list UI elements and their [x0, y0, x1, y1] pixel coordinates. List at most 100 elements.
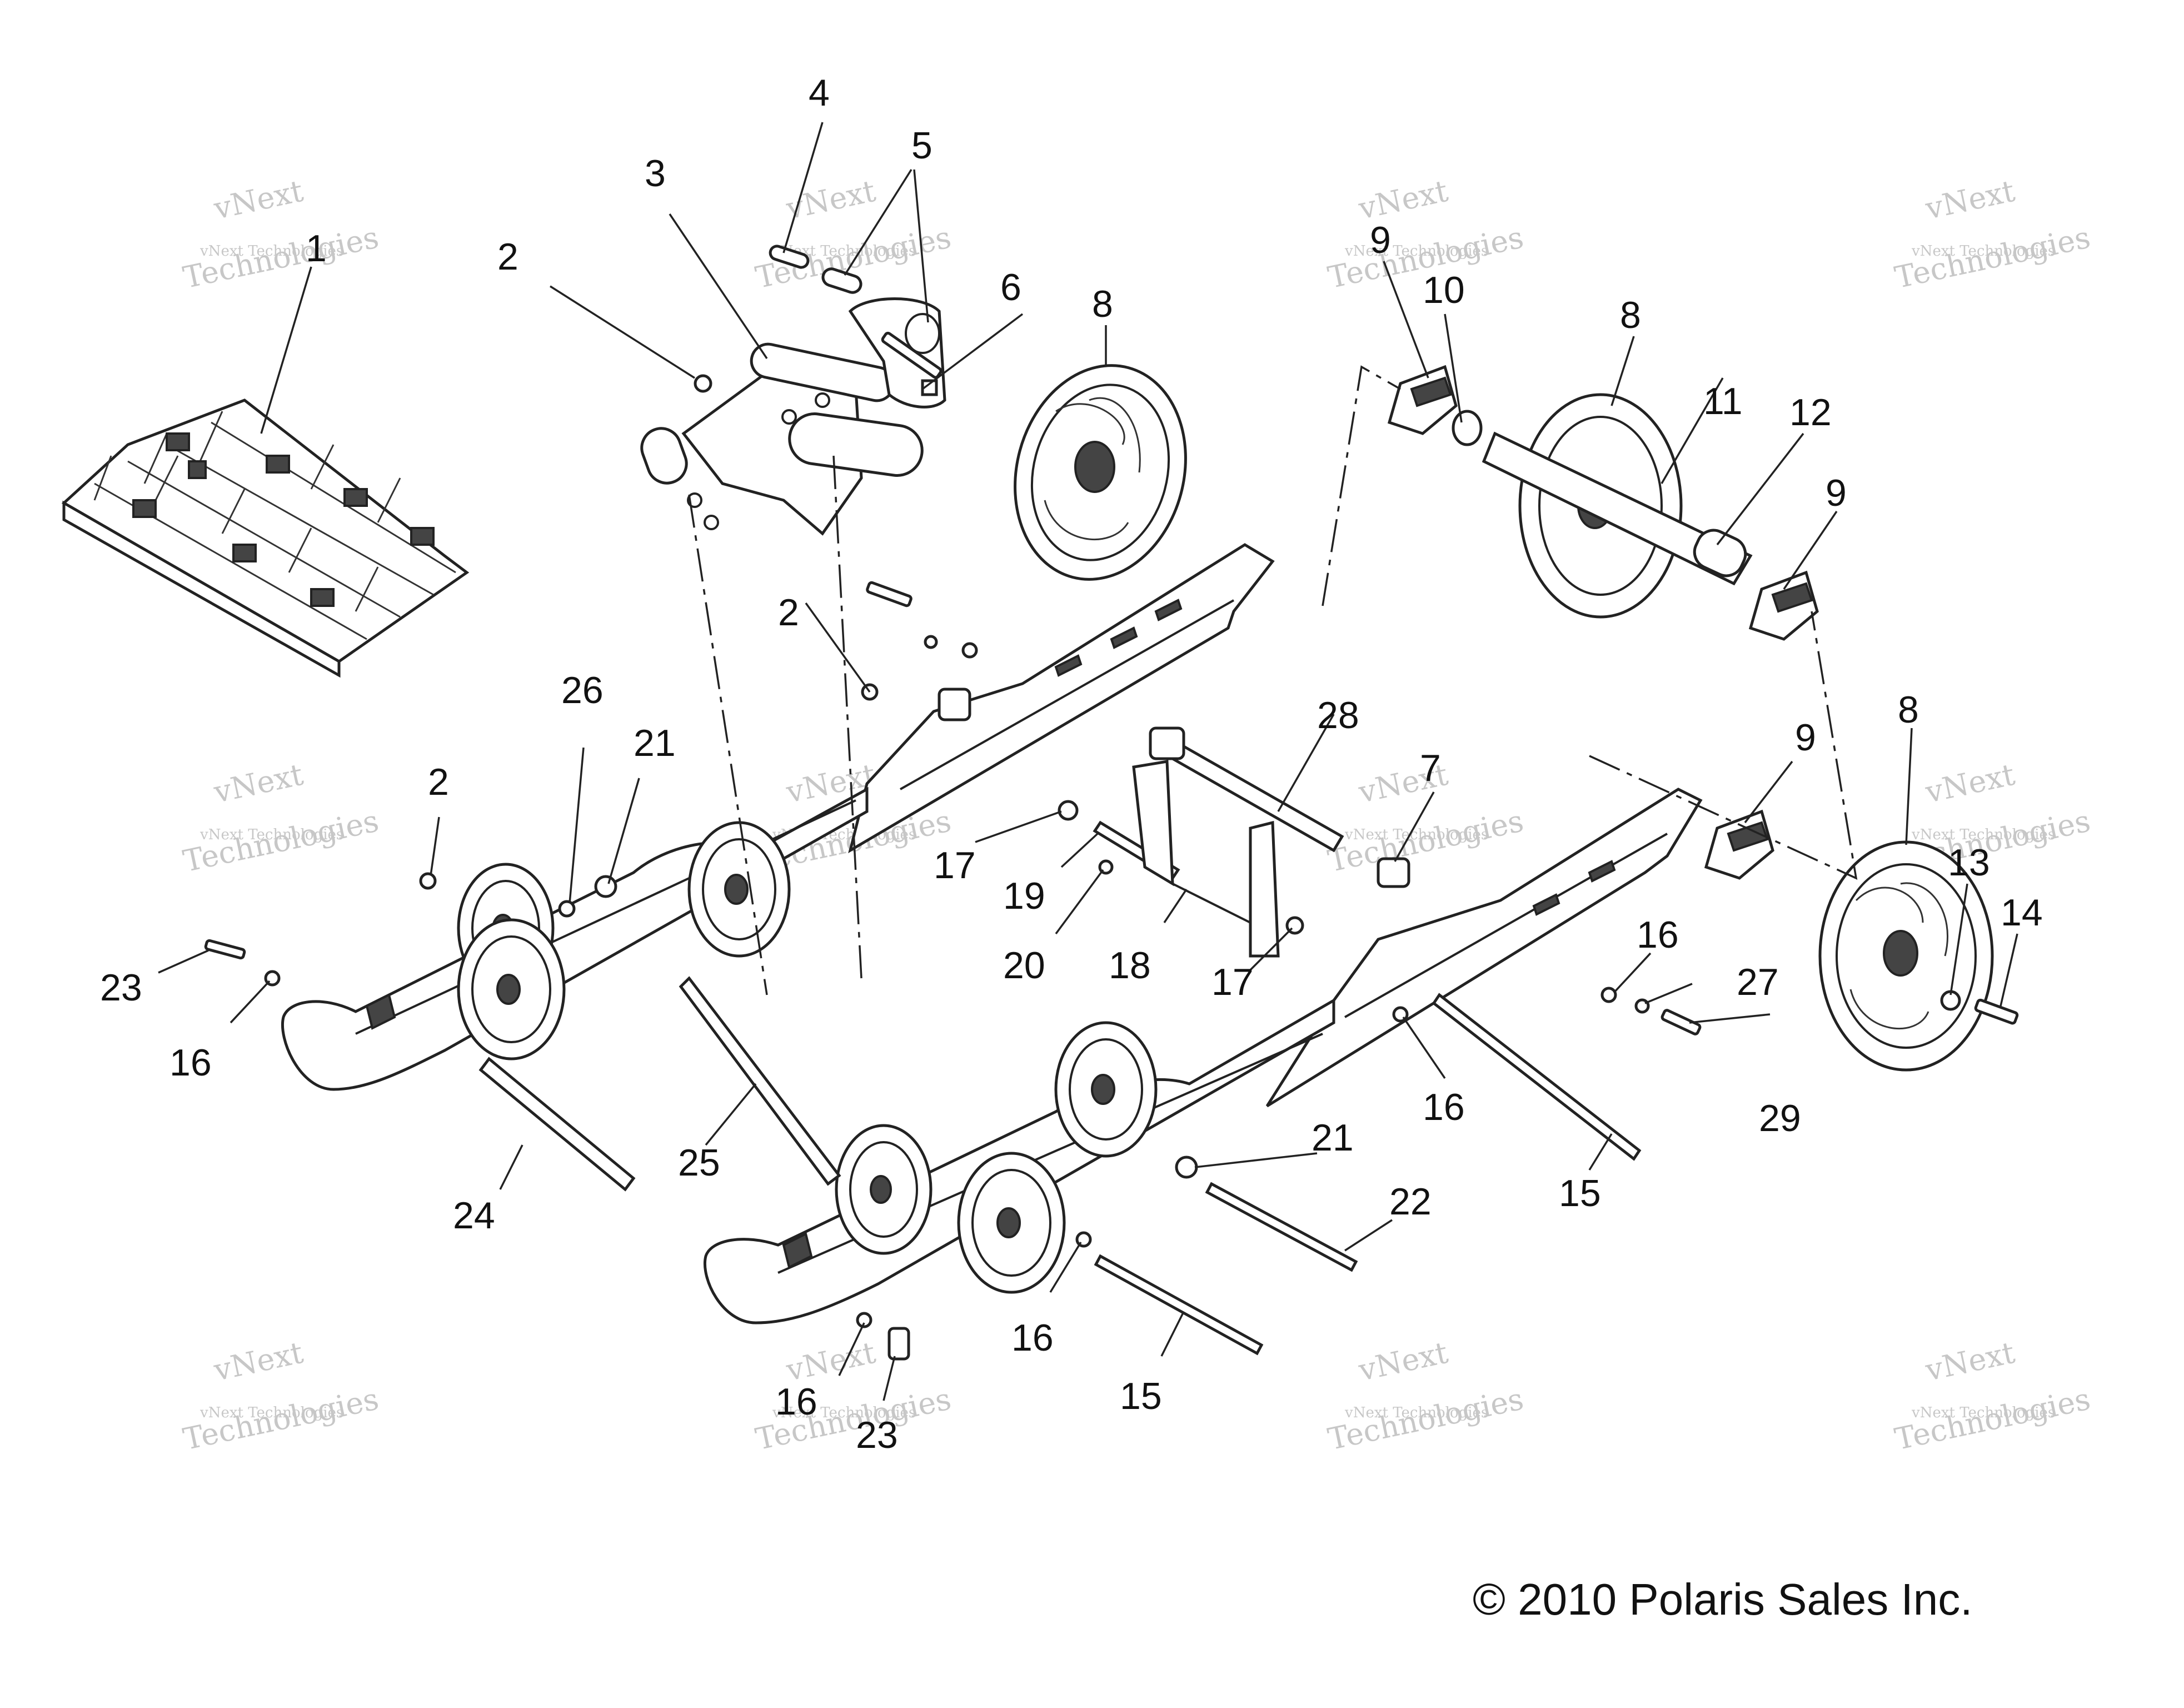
- wheel-cap-9a: [1387, 365, 1458, 435]
- watermark: vNext vNext Technologies Technologies: [180, 173, 382, 296]
- watermark-big-2: Technologies: [1325, 1381, 1527, 1457]
- callout-8: 8: [1092, 283, 1113, 325]
- callout-10: 10: [1423, 269, 1465, 311]
- watermark-big-1: vNext: [783, 1335, 879, 1388]
- watermark-small: vNext Technologies: [772, 1405, 916, 1421]
- callout-22: 22: [1389, 1181, 1432, 1223]
- callout-21: 21: [1312, 1117, 1354, 1159]
- callout-18: 18: [1109, 944, 1151, 987]
- watermarks: vNext vNext Technologies Technologies vN…: [180, 173, 2093, 1457]
- leader-lines: [158, 122, 2018, 1401]
- watermark-big-2: Technologies: [180, 1381, 382, 1457]
- idler-wheel-8a: [1014, 364, 1187, 581]
- callout-15: 15: [1120, 1375, 1162, 1417]
- callout-26: 26: [561, 669, 604, 711]
- callout-9: 9: [1795, 716, 1816, 759]
- watermark: vNext vNext Technologies Technologies: [1892, 1335, 2093, 1457]
- watermark-small: vNext Technologies: [1344, 826, 1488, 843]
- callout-27: 27: [1737, 961, 1779, 1003]
- watermark-big-1: vNext: [783, 173, 879, 227]
- watermark-small: vNext Technologies: [200, 243, 343, 260]
- watermark-big-2: Technologies: [180, 803, 382, 879]
- bogie-wheel-3: [687, 821, 791, 958]
- callout-11: 11: [1703, 380, 1743, 422]
- washer-10: [1452, 410, 1483, 446]
- copyright-text: © 2010 Polaris Sales Inc.: [1473, 1575, 1972, 1624]
- callout-16: 16: [169, 1042, 212, 1084]
- callout-12: 12: [1789, 391, 1832, 434]
- bogie-wheel-5: [957, 1152, 1066, 1294]
- callout-1: 1: [306, 227, 327, 270]
- callout-21: 21: [634, 722, 676, 764]
- watermark-big-2: Technologies: [1892, 1381, 2093, 1457]
- callout-5: 5: [911, 125, 933, 167]
- watermark-big-1: vNext: [211, 173, 307, 227]
- bogie-wheel-6: [1054, 1021, 1158, 1158]
- callout-16: 16: [775, 1381, 817, 1423]
- watermark-big-2: Technologies: [180, 220, 382, 295]
- callout-23: 23: [856, 1414, 898, 1456]
- watermark-small: vNext Technologies: [200, 1405, 343, 1421]
- bolt-part-6: [881, 331, 943, 396]
- bogie-wheel-4: [835, 1124, 933, 1255]
- small-parts: [204, 374, 2019, 1361]
- rear-rail-left: [1265, 788, 1703, 1108]
- wheel-cap-9c: [1704, 809, 1774, 880]
- wheel-cap-9b: [1748, 570, 1819, 641]
- watermark-big-1: vNext: [1922, 757, 2018, 810]
- watermark-big-1: vNext: [1355, 1335, 1452, 1388]
- watermark-big-2: Technologies: [1892, 220, 2093, 295]
- watermark-small: vNext Technologies: [1911, 1405, 2055, 1421]
- callout-16: 16: [1637, 914, 1679, 956]
- callout-19: 19: [1003, 875, 1045, 917]
- shafts: [478, 743, 1642, 1356]
- idler-wheel-8c: [1818, 840, 1994, 1072]
- watermark: vNext vNext Technologies Technologies: [180, 1335, 382, 1457]
- watermark-small: vNext Technologies: [1911, 243, 2055, 260]
- watermark: vNext vNext Technologies Technologies: [1325, 1335, 1527, 1457]
- callout-29: 29: [1759, 1097, 1801, 1139]
- watermark-small: vNext Technologies: [1911, 826, 2055, 843]
- watermark-small: vNext Technologies: [200, 826, 343, 843]
- watermark: vNext vNext Technologies Technologies: [1325, 173, 1527, 296]
- callouts: 1 2 2 2 3 4 5 6 7 8 8 8 9 9 9 10 11 12 1…: [100, 72, 2043, 1456]
- track-part: [61, 399, 470, 678]
- callout-14: 14: [2001, 892, 2043, 934]
- watermark-small: vNext Technologies: [1344, 243, 1488, 260]
- watermark-big-1: vNext: [211, 757, 307, 810]
- callout-28: 28: [1317, 694, 1359, 736]
- watermark: vNext vNext Technologies Technologies: [180, 757, 382, 879]
- callout-7: 7: [1420, 747, 1441, 789]
- watermark-small: vNext Technologies: [1344, 1405, 1488, 1421]
- callout-9: 9: [1826, 472, 1847, 514]
- watermark-big-1: vNext: [1922, 173, 2018, 227]
- callout-2: 2: [428, 761, 449, 803]
- callout-3: 3: [645, 152, 666, 195]
- callout-17: 17: [1211, 961, 1254, 1003]
- callout-24: 24: [453, 1194, 495, 1237]
- callout-15: 15: [1559, 1172, 1601, 1214]
- bogie-wheel-2: [457, 918, 566, 1060]
- callout-25: 25: [678, 1142, 720, 1184]
- callout-6: 6: [1000, 266, 1021, 308]
- callout-2: 2: [497, 236, 518, 278]
- callout-9: 9: [1370, 219, 1391, 261]
- front-arm-part: [640, 342, 924, 536]
- watermark-big-1: vNext: [1922, 1335, 2018, 1388]
- callout-8: 8: [1620, 294, 1641, 336]
- axle-part: [1482, 431, 1753, 586]
- callout-16: 16: [1011, 1317, 1054, 1359]
- callout-16: 16: [1423, 1086, 1465, 1128]
- callout-17: 17: [934, 844, 976, 887]
- watermark-big-1: vNext: [1355, 173, 1452, 227]
- callout-4: 4: [809, 72, 830, 114]
- watermark-big-2: Technologies: [1325, 803, 1527, 879]
- callout-2: 2: [778, 591, 799, 634]
- callout-13: 13: [1948, 841, 1990, 884]
- callout-20: 20: [1003, 944, 1045, 987]
- callout-23: 23: [100, 967, 142, 1009]
- watermark: vNext vNext Technologies Technologies: [1892, 173, 2093, 296]
- watermark: vNext vNext Technologies Technologies: [752, 1335, 954, 1457]
- callout-8: 8: [1898, 689, 1919, 731]
